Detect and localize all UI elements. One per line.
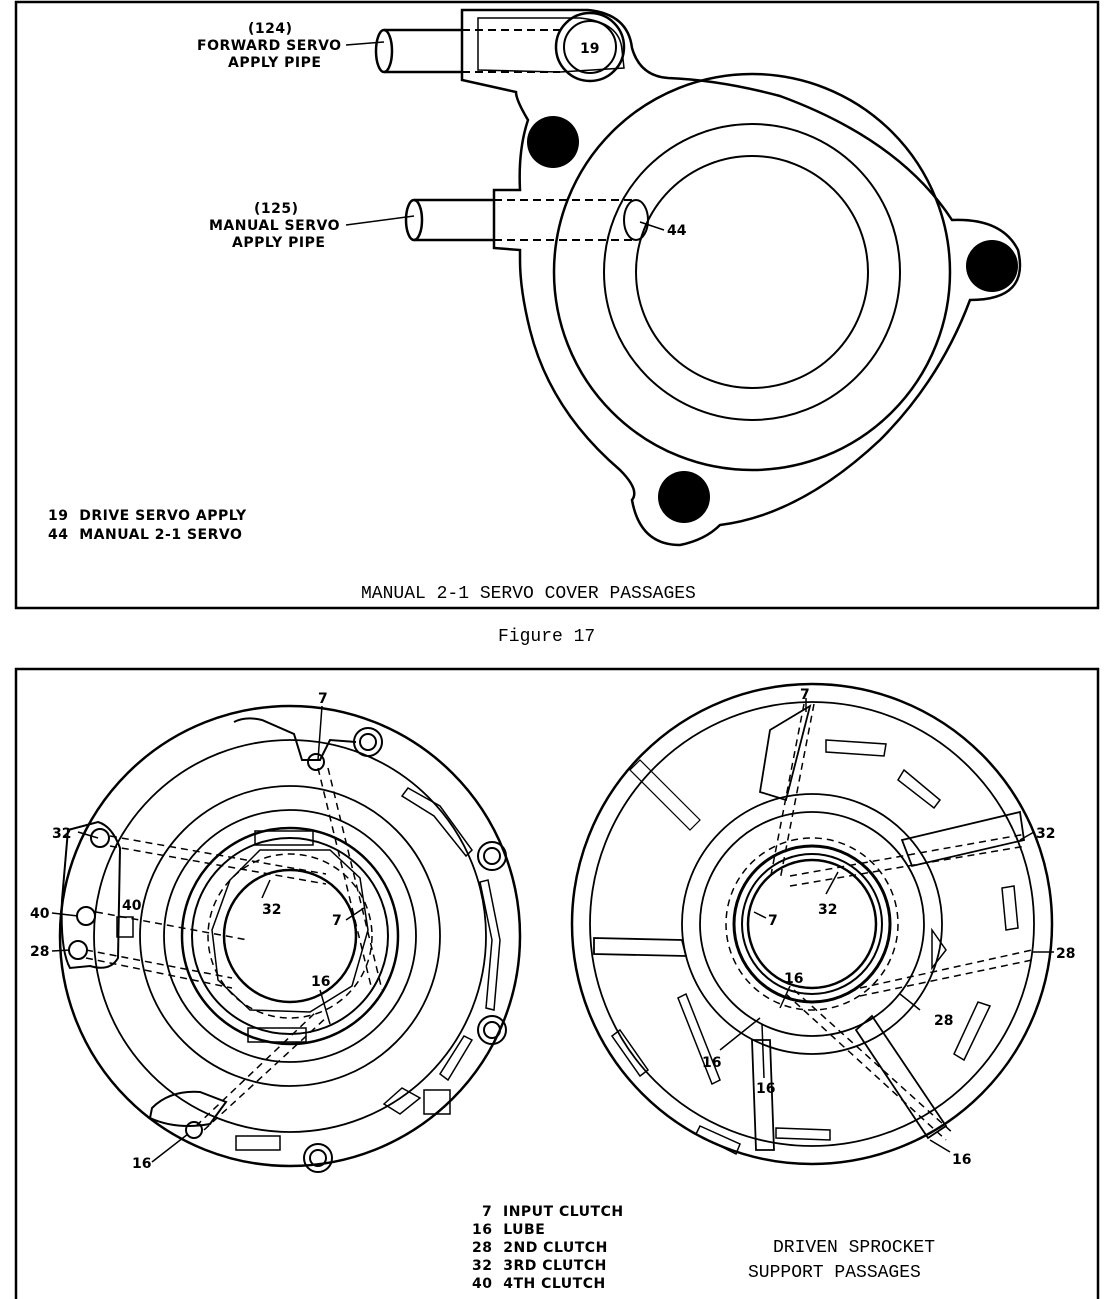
bolt-hole-bottom — [658, 471, 710, 523]
right-callout-28: 28 — [1056, 946, 1075, 962]
fig17-legend-44: 44 MANUAL 2-1 SERVO — [48, 527, 242, 543]
leader-44 — [639, 221, 665, 231]
passage-19-boss-outer — [554, 11, 626, 83]
left-support-bolt-holes — [68, 727, 507, 1173]
manual-servo-apply-pipe — [404, 198, 636, 242]
servo-middle-ring — [603, 123, 901, 421]
servo-cover — [460, 8, 1022, 547]
left-callout-7-inner: 7 — [332, 913, 342, 929]
left-support-body — [58, 704, 522, 1168]
fig18-legend-28: 28 2ND CLUTCH — [472, 1240, 608, 1256]
right-callout-32: 32 — [1036, 826, 1055, 842]
right-support-spokes — [593, 704, 1026, 1151]
passage-44-port — [623, 199, 649, 241]
right-callout-7-inner: 7 — [768, 913, 778, 929]
fig18-caption-line1: DRIVEN SPROCKET — [773, 1238, 935, 1258]
left-callout-7-top: 7 — [318, 691, 328, 707]
fig17-legend-19: 19 DRIVE SERVO APPLY — [48, 508, 247, 524]
right-support-passages — [725, 703, 1033, 1141]
right-callout-16-bottom: 16 — [952, 1152, 971, 1168]
label-124-number: (124) — [248, 21, 293, 37]
label-125-number: (125) — [254, 201, 299, 217]
right-support-slots — [610, 739, 1019, 1156]
left-callout-40: 40 — [30, 906, 50, 922]
passage-19-boss-inner — [563, 20, 617, 74]
fig18-caption-line2: SUPPORT PASSAGES — [748, 1263, 921, 1283]
right-support-leaders — [719, 698, 1054, 1153]
label-124-line2: APPLY PIPE — [228, 55, 321, 71]
leader-124 — [345, 41, 385, 46]
right-callout-16-inner: 16 — [784, 971, 803, 987]
figure18-frame — [14, 667, 1100, 1299]
figure-17-label: Figure 17 — [498, 627, 595, 647]
label-125-line2: APPLY PIPE — [232, 235, 325, 251]
fig18-legend-7: 7 INPUT CLUTCH — [482, 1204, 624, 1220]
right-support-body — [570, 682, 1054, 1166]
label-125-line1: MANUAL SERVO — [209, 218, 340, 234]
left-support-leaders — [51, 705, 365, 1163]
fig17-caption: MANUAL 2-1 SERVO COVER PASSAGES — [361, 584, 696, 604]
figure17-frame — [14, 0, 1100, 610]
label-124-line1: FORWARD SERVO — [197, 38, 342, 54]
servo-inner-ring — [635, 155, 869, 389]
callout-19: 19 — [580, 41, 599, 57]
right-callout-7-top: 7 — [800, 687, 810, 703]
fig18-legend-40: 40 4TH CLUTCH — [472, 1276, 606, 1292]
fig18-legend-32: 32 3RD CLUTCH — [472, 1258, 607, 1274]
bolt-hole-right — [966, 240, 1018, 292]
left-callout-40-inner: 40 — [122, 898, 142, 914]
right-callout-16-left: 16 — [702, 1055, 721, 1071]
right-callout-32-inner: 32 — [818, 902, 837, 918]
forward-servo-apply-pipe — [374, 28, 560, 74]
callout-44: 44 — [667, 223, 687, 239]
left-support-passages — [85, 767, 383, 1131]
right-callout-16-lower: 16 — [756, 1081, 775, 1097]
right-callout-28-inner: 28 — [934, 1013, 953, 1029]
fig18-legend-16: 16 LUBE — [472, 1222, 545, 1238]
left-callout-28: 28 — [30, 944, 49, 960]
left-callout-16-bottom: 16 — [132, 1156, 151, 1172]
bolt-hole-upper-left — [527, 116, 579, 168]
leader-125 — [345, 215, 415, 226]
left-callout-16-inner: 16 — [311, 974, 330, 990]
left-callout-32-inner: 32 — [262, 902, 281, 918]
left-callout-32: 32 — [52, 826, 71, 842]
servo-outer-ring — [552, 72, 952, 472]
